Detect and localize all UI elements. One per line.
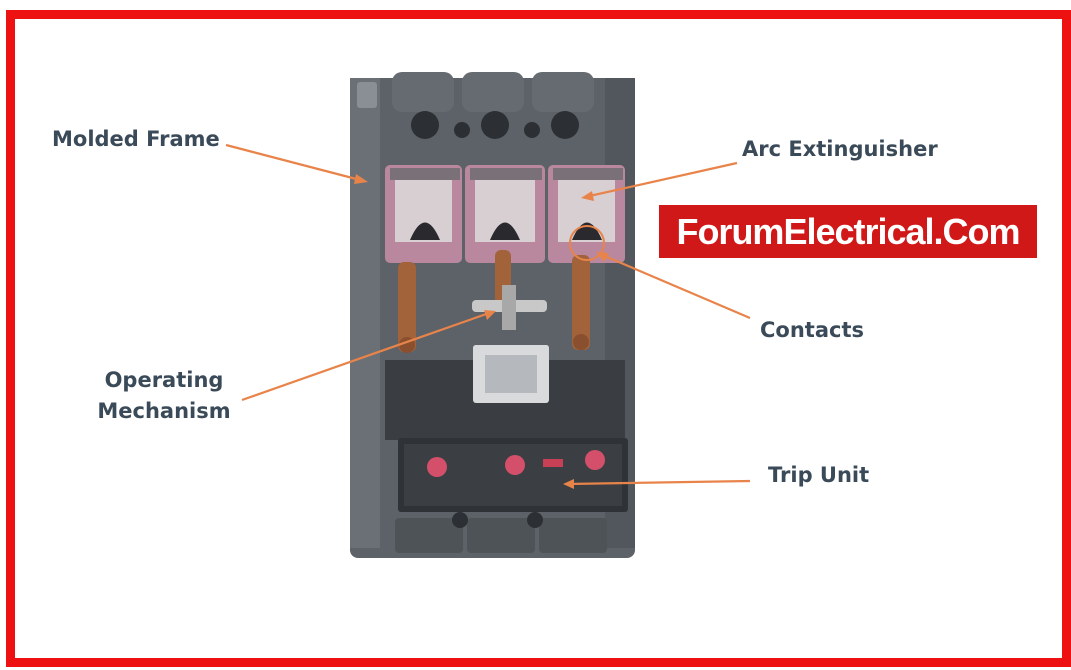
arrow-trip-unit bbox=[566, 479, 751, 486]
arrow-heads bbox=[354, 174, 609, 489]
arrow-arc-extinguisher bbox=[584, 161, 738, 199]
brand-watermark: ForumElectrical.Com bbox=[659, 205, 1037, 258]
label-operating-line1: Operating bbox=[104, 368, 224, 392]
arc-chutes bbox=[385, 165, 625, 263]
arrow-operating-mechanism bbox=[241, 310, 493, 402]
label-operating-mechanism: Operating Mechanism bbox=[96, 368, 232, 424]
arrow-molded-frame bbox=[225, 143, 365, 183]
contacts-highlight-circle bbox=[569, 225, 605, 261]
leader-arrows bbox=[225, 143, 751, 486]
label-operating-line2: Mechanism bbox=[97, 399, 231, 424]
arrow-contacts bbox=[599, 252, 751, 320]
label-arc-extinguisher: Arc Extinguisher bbox=[742, 137, 938, 161]
trip-unit-panel bbox=[398, 438, 628, 512]
label-contacts: Contacts bbox=[760, 318, 864, 342]
bottom-terminals bbox=[395, 512, 607, 553]
label-molded-frame: Molded Frame bbox=[52, 127, 220, 151]
label-trip-unit: Trip Unit bbox=[768, 463, 870, 487]
